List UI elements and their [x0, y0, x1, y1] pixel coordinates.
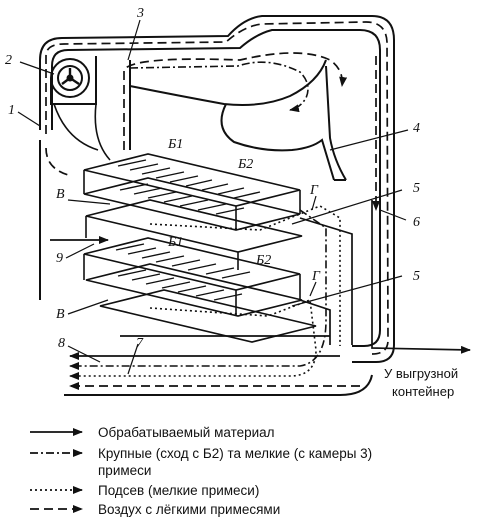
label-5-upper: 5 [413, 181, 420, 196]
legend-coarse-text-1: Крупные (сход с Б2) та мелкие (с камеры … [98, 446, 372, 461]
legend-fine: Подсев (мелкие примеси) [30, 483, 259, 498]
air-flow [45, 21, 389, 390]
coarse-flow [69, 61, 327, 370]
label-g-upper: Г [309, 183, 319, 198]
label-g-lower: Г [311, 269, 321, 284]
lower-sieve-holes [115, 243, 251, 301]
fine-flow [69, 205, 341, 380]
legend: Обрабатываемый материал Крупные (сход с … [30, 425, 372, 517]
label-b1-lower: Б1 [167, 235, 183, 250]
legend-fine-text: Подсев (мелкие примеси) [98, 483, 259, 498]
label-3: 3 [136, 6, 144, 21]
settling-chamber [129, 59, 347, 181]
material-flow [50, 200, 471, 360]
feed-chute [53, 103, 111, 161]
label-b2-lower: Б2 [255, 253, 271, 268]
legend-material-text: Обрабатываемый материал [98, 425, 275, 440]
label-v-upper: В [56, 187, 65, 202]
upper-sieve-holes [117, 159, 261, 215]
label-9: 9 [56, 251, 63, 266]
machine-housing [39, 15, 395, 396]
label-8: 8 [58, 336, 65, 351]
label-5-lower: 5 [413, 269, 420, 284]
fan [50, 56, 97, 105]
label-v-lower: В [56, 307, 65, 322]
label-b1-upper: Б1 [167, 137, 183, 152]
legend-air: Воздух с лёгкими примесями [30, 502, 280, 517]
leader-lines [17, 19, 409, 375]
legend-material: Обрабатываемый материал [30, 425, 275, 440]
label-1: 1 [8, 103, 15, 118]
legend-coarse-text-2: примеси [98, 463, 151, 478]
label-7: 7 [136, 336, 144, 351]
label-4: 4 [413, 121, 420, 136]
lower-sieve-stack [83, 237, 317, 343]
label-6: 6 [413, 215, 420, 230]
legend-coarse: Крупные (сход с Б2) та мелкие (с камеры … [30, 446, 372, 478]
outlet-label-line1: У выгрузной [384, 366, 458, 381]
legend-air-text: Воздух с лёгкими примесями [98, 502, 280, 517]
outlet-label-line2: контейнер [392, 384, 454, 399]
label-b2-upper: Б2 [237, 157, 253, 172]
label-2: 2 [5, 53, 12, 68]
